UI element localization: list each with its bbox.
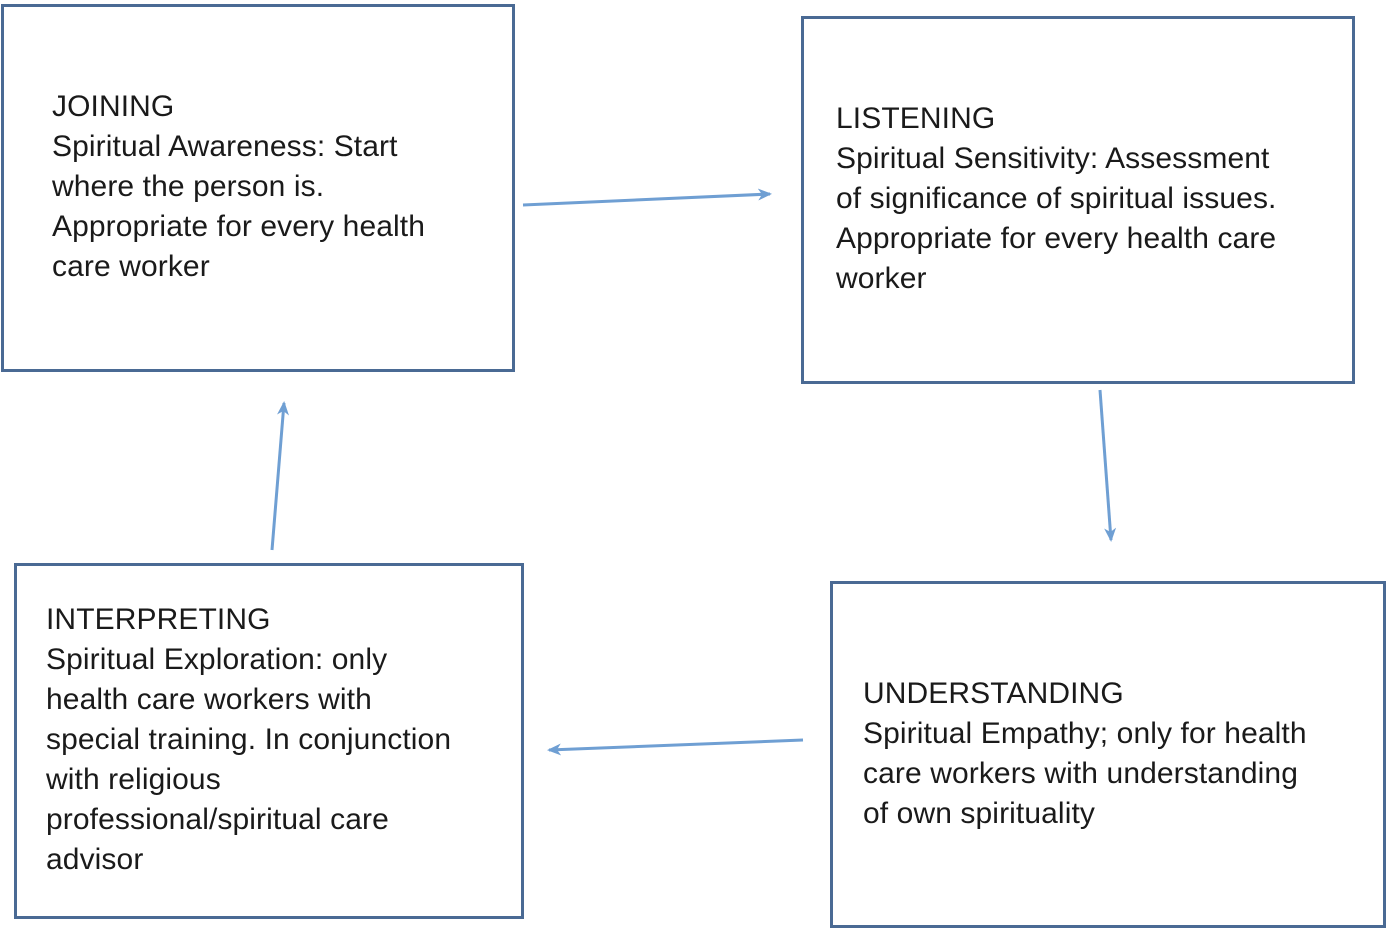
understanding-line-2: care workers with understanding [863,757,1298,790]
interpreting-line-2: health care workers with [46,683,372,716]
listening-text: LISTENING Spiritual Sensitivity: Assessm… [836,99,1276,299]
understanding-box [830,581,1386,928]
joining-line-1: Spiritual Awareness: Start [52,130,398,163]
interpreting-line-4: with religious [46,763,221,796]
listening-title: LISTENING [836,102,996,135]
joining-text: JOINING Spiritual Awareness: Start where… [52,87,425,287]
joining-line-2: where the person is. [52,170,325,203]
interpreting-box [14,563,524,919]
understanding-line-3: of own spirituality [863,797,1095,830]
joining-line-3: Appropriate for every health [52,210,426,243]
listening-line-4: worker [836,262,927,295]
arrow-understanding-to-interpreting [547,738,804,756]
understanding-text: UNDERSTANDING Spiritual Empathy; only fo… [863,674,1307,834]
listening-line-3: Appropriate for every health care [836,222,1277,255]
joining-line-4: care worker [52,250,210,283]
joining-box [1,4,515,372]
arrow-interpreting-to-joining [270,401,290,551]
interpreting-text: INTERPRETING Spiritual Exploration: only… [46,600,451,880]
arrow-listening-to-understanding [1098,389,1117,542]
interpreting-line-5: professional/spiritual care [46,803,389,836]
interpreting-line-6: advisor [46,843,144,876]
listening-box [801,16,1355,384]
interpreting-title: INTERPRETING [46,603,271,636]
arrow-joining-to-listening [522,188,772,207]
joining-title: JOINING [52,90,175,123]
interpreting-line-1: Spiritual Exploration: only [46,643,388,676]
interpreting-line-3: special training. In conjunction [46,723,452,756]
listening-line-1: Spiritual Sensitivity: Assessment [836,142,1270,175]
understanding-title: UNDERSTANDING [863,677,1124,710]
understanding-line-1: Spiritual Empathy; only for health [863,717,1307,750]
listening-line-2: of significance of spiritual issues. [836,182,1277,215]
